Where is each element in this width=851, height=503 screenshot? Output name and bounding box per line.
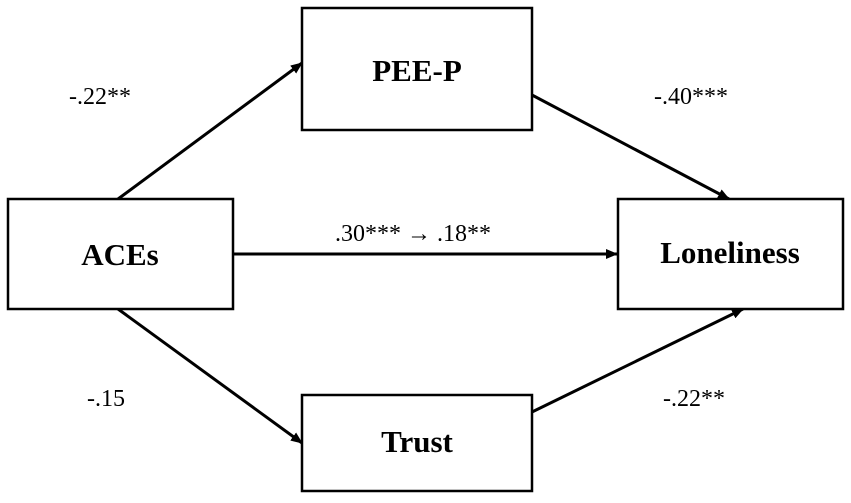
node-peep: PEE-P	[300, 6, 534, 132]
node-peep-label: PEE-P	[372, 53, 462, 88]
edge-peep-to-loneliness	[531, 93, 730, 201]
node-aces-label: ACEs	[81, 237, 159, 272]
coef-aces-to-trust: -.15	[87, 386, 125, 412]
node-aces: ACEs	[6, 197, 235, 311]
coef-peep-to-loneliness: -.40***	[654, 84, 728, 110]
edge-aces-to-peep	[117, 61, 303, 201]
coef-aces-to-peep: -.22**	[69, 84, 131, 110]
edge-trust-to-loneliness	[531, 307, 744, 414]
node-trust: Trust	[300, 393, 534, 493]
node-loneliness-label: Loneliness	[660, 235, 800, 270]
node-loneliness: Loneliness	[616, 197, 845, 311]
node-trust-label: Trust	[381, 424, 453, 459]
edge-aces-to-trust	[117, 307, 303, 445]
coef-trust-to-loneliness: -.22**	[663, 386, 725, 412]
coef-aces-to-loneliness: .30*** → .18**	[335, 221, 491, 247]
